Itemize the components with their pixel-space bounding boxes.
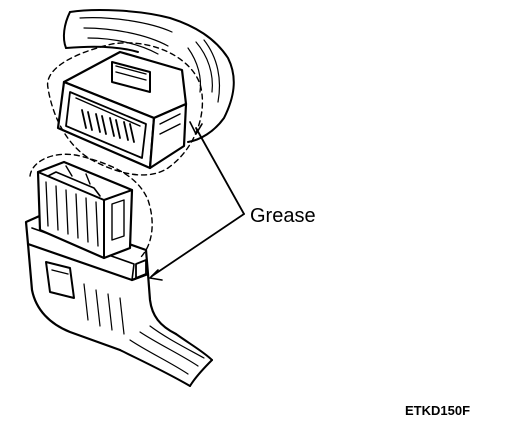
grease-area-upper [46, 42, 204, 176]
pin-ribs [45, 181, 99, 247]
grease-callout-label: Grease [250, 205, 316, 227]
upper-wire-harness [62, 9, 235, 143]
figure-code: ETKD150F [405, 403, 471, 418]
lower-wire-harness [119, 325, 213, 387]
lower-connector [24, 160, 178, 352]
terminal-slots [81, 109, 135, 143]
grease-area-lower [29, 153, 153, 259]
upper-connector [56, 50, 188, 170]
grease-leader-lines [149, 121, 245, 281]
